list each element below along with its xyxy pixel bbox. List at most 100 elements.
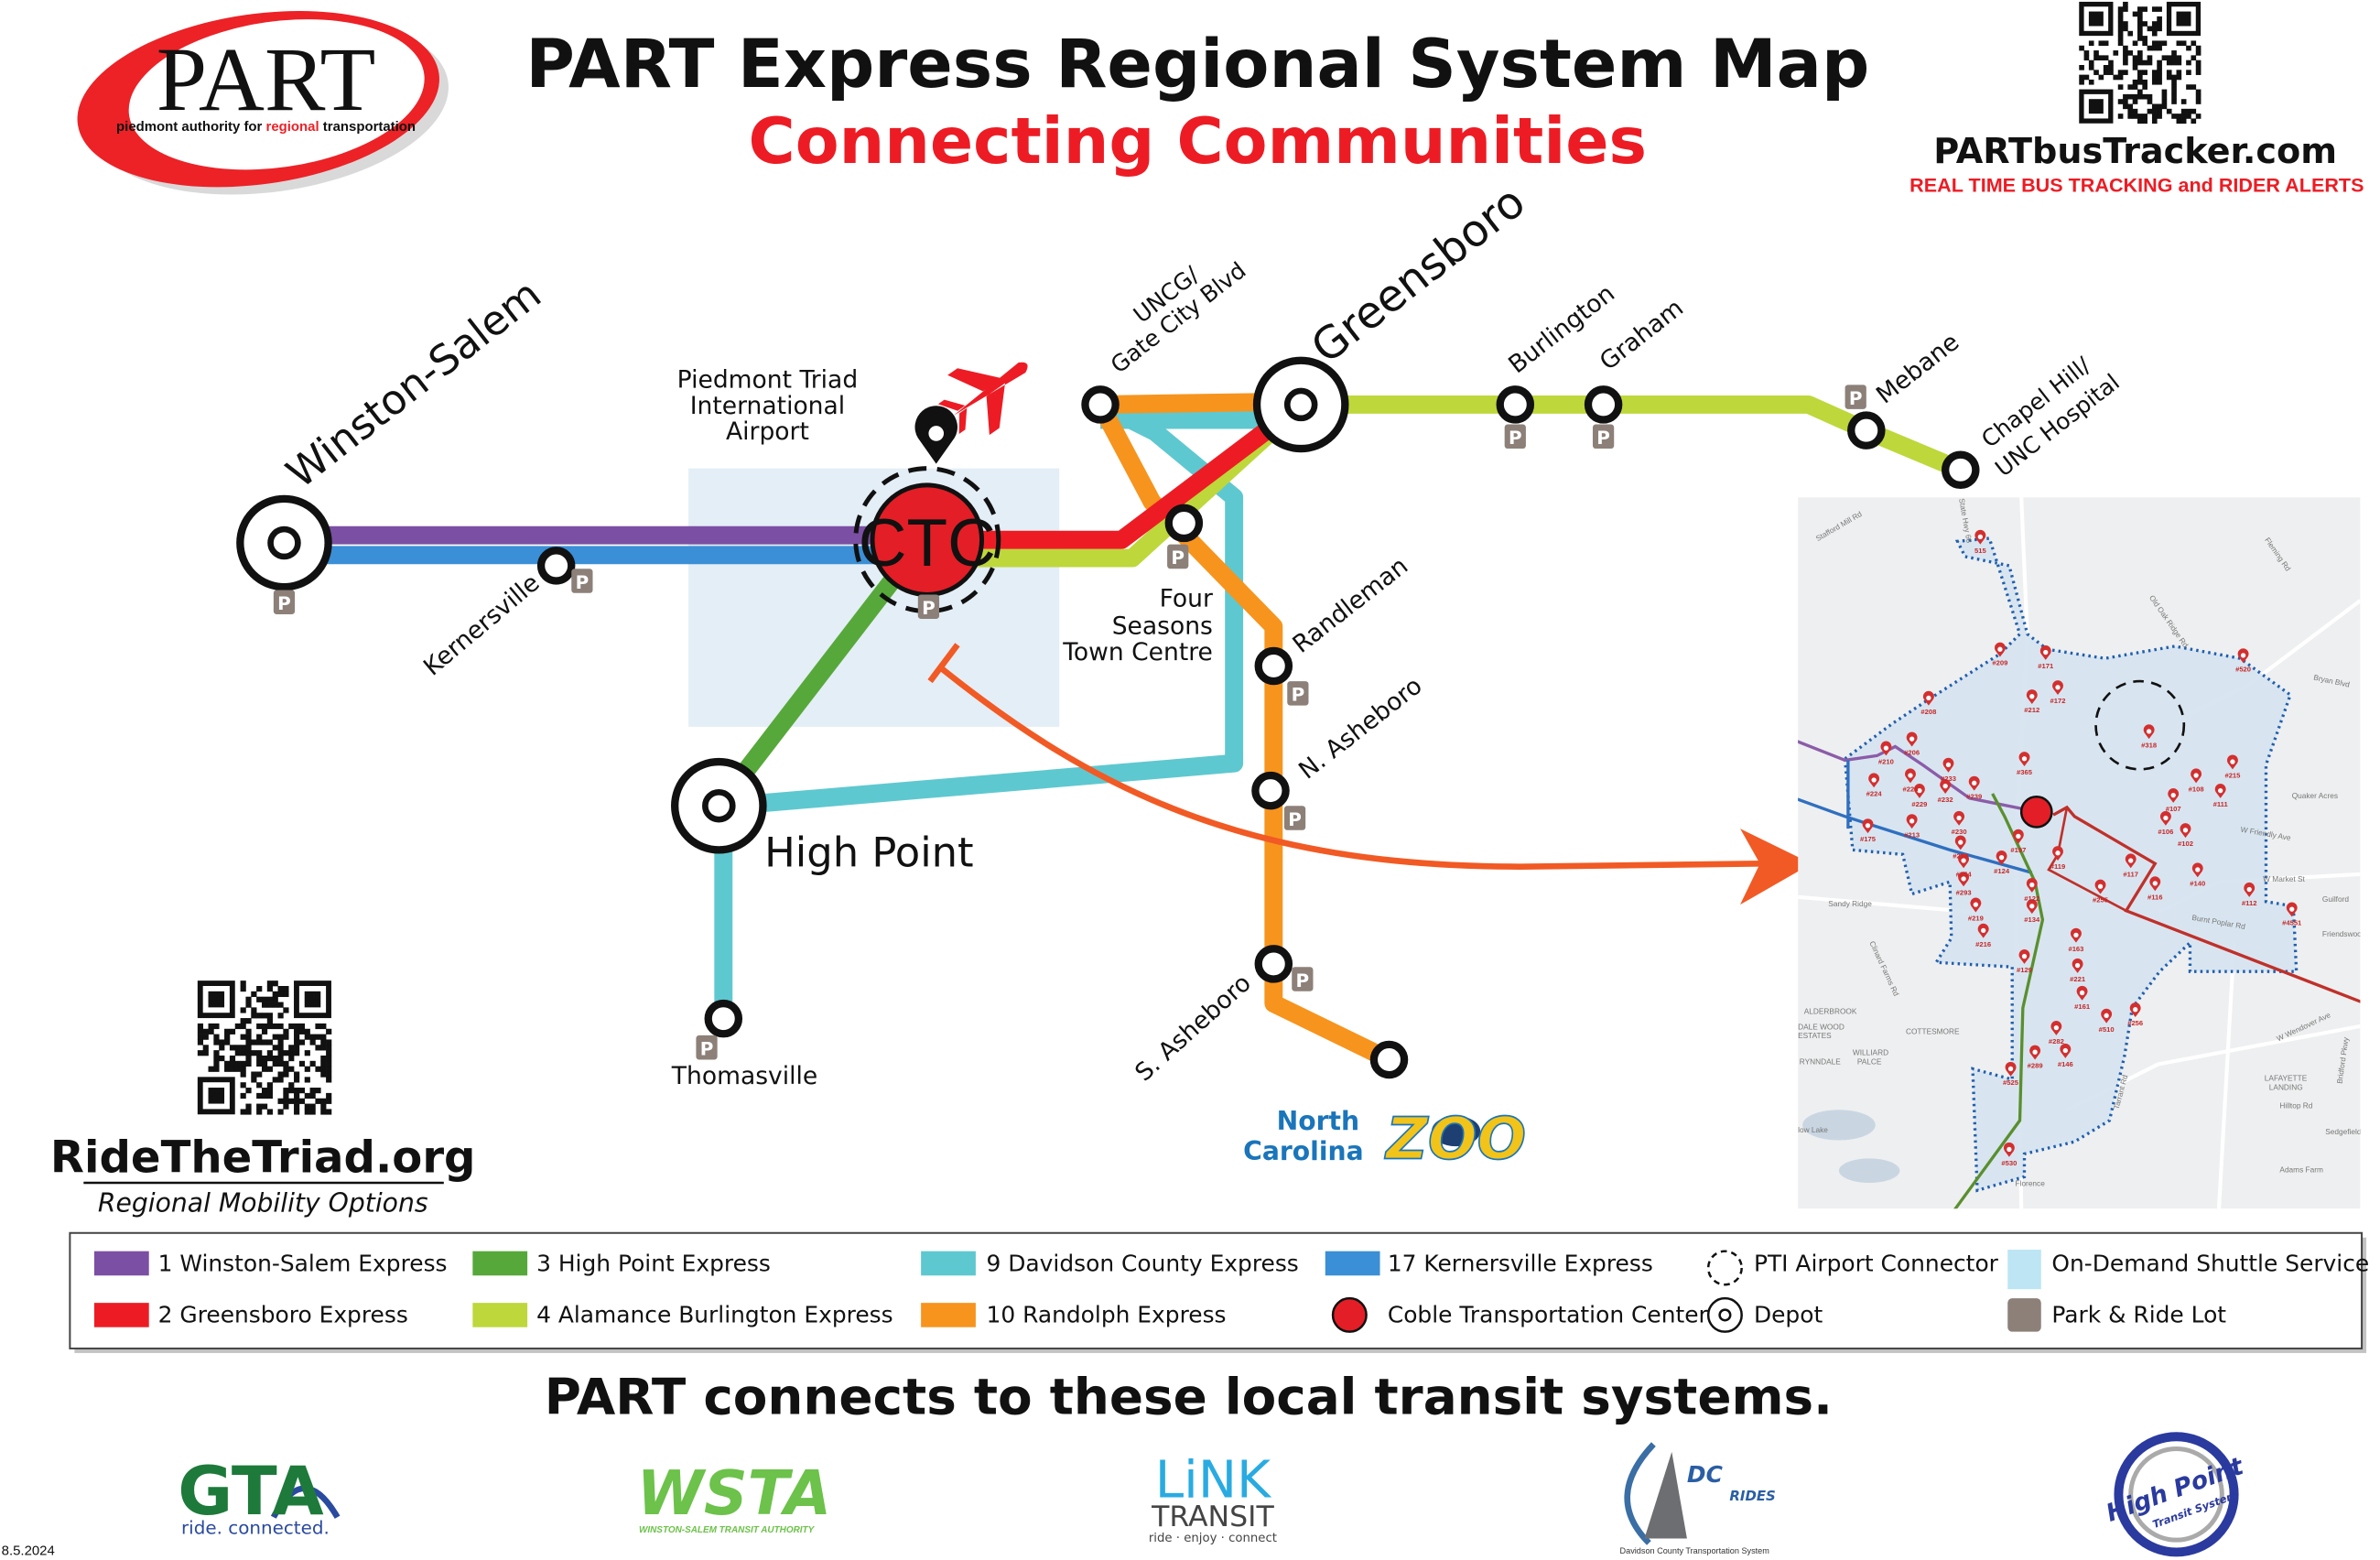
label-four-seasons-3: Town Centre <box>1062 638 1213 666</box>
shuttle-stop-pin[interactable] <box>2168 787 2180 803</box>
park-and-ride-icon: P <box>1592 424 1615 449</box>
link-transit-logo[interactable]: LiNK TRANSIT ride · enjoy · connect <box>1149 1451 1277 1545</box>
qr-module <box>261 1055 268 1062</box>
shuttle-stop-pin[interactable] <box>2026 689 2038 704</box>
shuttle-stop-pin[interactable] <box>1977 923 1989 938</box>
shuttle-stop-pin[interactable] <box>1940 779 1952 794</box>
qr-module <box>2137 118 2143 125</box>
stop-chapel-hill[interactable] <box>1942 450 1980 490</box>
shuttle-stop-pin[interactable] <box>2070 927 2082 943</box>
label-kernersville: Kernersville <box>418 569 546 681</box>
shuttle-stop-pin[interactable] <box>2191 862 2203 878</box>
gta-logo[interactable]: GTA ride. connected. <box>178 1453 341 1539</box>
qr-module <box>219 1055 225 1062</box>
stop-nc-zoo[interactable] <box>1369 1040 1409 1079</box>
shuttle-stop-pin[interactable] <box>1868 773 1880 788</box>
qr-module <box>2127 108 2134 114</box>
shuttle-stop-pin[interactable] <box>2129 1002 2141 1018</box>
coble-transportation-center[interactable]: CTC <box>853 466 1001 614</box>
shuttle-stop-pin[interactable] <box>2226 754 2238 770</box>
shuttle-stop-pin[interactable] <box>1996 850 2007 865</box>
shuttle-stop-pin[interactable] <box>2244 882 2256 897</box>
shuttle-stop-pin[interactable] <box>2237 648 2249 664</box>
park-and-ride-icon: P <box>1283 806 1306 830</box>
stop-uncg[interactable] <box>1081 385 1120 424</box>
qr-module <box>272 996 278 1002</box>
shuttle-stop-pin[interactable] <box>2094 879 2106 894</box>
shuttle-stop-pin[interactable] <box>1968 775 1980 791</box>
stop-n-asheboro[interactable] <box>1251 771 1290 810</box>
shuttle-stop-pin[interactable] <box>1953 810 1965 826</box>
shuttle-stop-pin[interactable] <box>1906 731 1918 747</box>
dc-rides-logo[interactable]: DC RIDES Davidson County Transportation … <box>1620 1442 1776 1556</box>
shuttle-stop-pin[interactable] <box>2072 958 2083 973</box>
shuttle-stop-pin[interactable] <box>1970 897 1982 913</box>
shuttle-stop-pin[interactable] <box>1954 835 1966 850</box>
shuttle-stop-pin[interactable] <box>2214 784 2226 798</box>
zoo-text-2: Carolina <box>1243 1136 1364 1166</box>
shuttle-stop-pin[interactable] <box>1942 757 1954 773</box>
stop-burlington[interactable] <box>1496 385 1535 424</box>
stop-s-asheboro[interactable] <box>1254 945 1293 983</box>
shuttle-stop-pin[interactable] <box>2060 1043 2072 1058</box>
shuttle-stop-pin[interactable] <box>1922 690 1934 706</box>
high-point-transit-logo[interactable]: High Point Transit System <box>2103 1432 2248 1557</box>
shuttle-stop-pin[interactable] <box>2143 724 2155 740</box>
route-2-greensboro[interactable] <box>957 396 1307 549</box>
shuttle-stop-pin[interactable] <box>2050 1021 2062 1035</box>
shuttle-stop-pin[interactable] <box>2149 876 2161 892</box>
stop-thomasville[interactable] <box>704 999 743 1038</box>
tracker-qr-code[interactable] <box>2079 1 2202 125</box>
tracker-url[interactable]: PARTbusTracker.com <box>1933 132 2337 172</box>
shuttle-stop-pin[interactable] <box>2076 985 2088 1001</box>
shuttle-stop-pin[interactable] <box>1904 768 1916 784</box>
stop-randleman[interactable] <box>1254 646 1293 686</box>
shuttle-stop-pin[interactable] <box>1958 853 1970 869</box>
shuttle-stop-pin[interactable] <box>2191 768 2202 784</box>
shuttle-stop-pin[interactable] <box>2018 752 2030 767</box>
depot-greensboro[interactable] <box>1252 356 1349 453</box>
route-10-randolph[interactable] <box>1091 392 1393 1068</box>
shuttle-stop-pin[interactable] <box>1862 818 1874 834</box>
depot-high-point[interactable] <box>671 757 767 854</box>
shuttle-stop-pin[interactable] <box>2101 1008 2113 1024</box>
shuttle-stop-pin[interactable] <box>2039 645 2051 660</box>
stop-graham[interactable] <box>1584 385 1623 424</box>
route-3-high-point[interactable] <box>711 549 920 812</box>
shuttle-stop-pin[interactable] <box>1958 872 1970 887</box>
shuttle-stop-pin[interactable] <box>2026 899 2038 915</box>
wsta-logo[interactable]: WSTA WINSTON-SALEM TRANSIT AUTHORITY <box>637 1457 832 1535</box>
qr-module <box>283 1092 289 1100</box>
shuttle-stop-pin[interactable] <box>1913 784 1925 798</box>
qr-module <box>277 1039 284 1045</box>
stop-kernersville[interactable] <box>536 547 576 585</box>
qr-module <box>2171 55 2177 61</box>
shuttle-stop-pin[interactable] <box>2012 829 2024 844</box>
shuttle-stop-pin[interactable] <box>2052 680 2063 696</box>
shuttle-stop-pin[interactable] <box>2159 810 2171 826</box>
qr-module <box>2176 114 2182 119</box>
qr-module <box>256 1109 263 1115</box>
shuttle-stop-pin[interactable] <box>2286 902 2298 917</box>
qr-module <box>2117 11 2124 17</box>
shuttle-stop-pin[interactable] <box>1974 529 1986 545</box>
depot-winston-salem[interactable] <box>236 494 332 591</box>
qr-module <box>256 1071 263 1078</box>
shuttle-stop-pin[interactable] <box>1994 642 2006 657</box>
ride-triad-qr-code[interactable] <box>197 980 332 1115</box>
shuttle-stop-pin[interactable] <box>2029 1045 2041 1060</box>
ride-triad-url[interactable]: RideTheTriad.org <box>50 1132 476 1183</box>
shuttle-stop-pin[interactable] <box>2052 846 2063 861</box>
shuttle-stop-pin[interactable] <box>2125 853 2137 869</box>
shuttle-stop-pin[interactable] <box>2003 1142 2015 1157</box>
shuttle-area-map-inset[interactable]: Stafford Mill Rd State Hwy 68 Fleming Rd… <box>1795 497 2380 1216</box>
shuttle-stop-pin[interactable] <box>2180 823 2191 839</box>
shuttle-stop-pin[interactable] <box>2005 1061 2017 1077</box>
shuttle-stop-pin[interactable] <box>2026 877 2038 893</box>
part-logo[interactable]: PART piedmont authority for regional tra… <box>66 0 460 216</box>
shuttle-stop-pin[interactable] <box>2018 948 2030 964</box>
stop-four-seasons[interactable] <box>1164 504 1204 543</box>
shuttle-stop-pin[interactable] <box>1906 814 1918 829</box>
stop-mebane[interactable] <box>1847 411 1886 450</box>
shuttle-stop-pin[interactable] <box>1880 741 1892 756</box>
